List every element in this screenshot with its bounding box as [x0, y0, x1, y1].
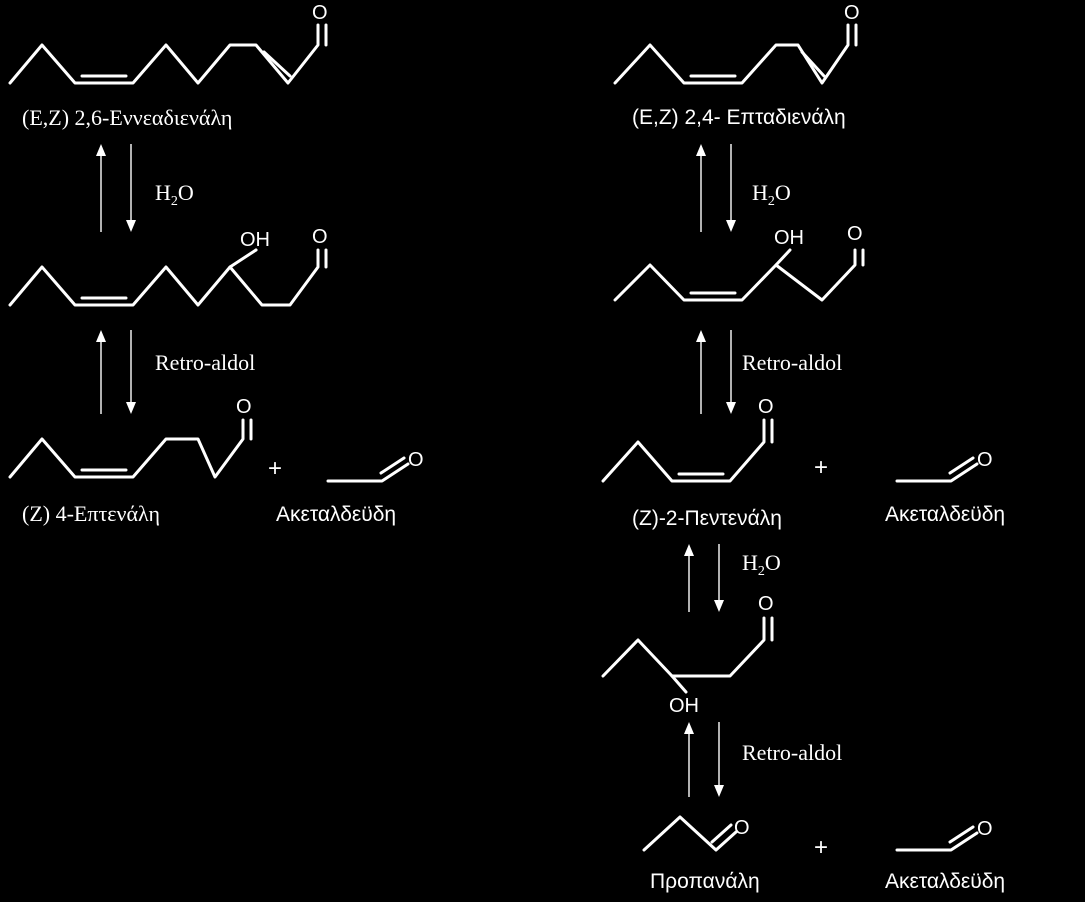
oxygen-atom-label: O: [312, 2, 328, 24]
plus-sign-right-2: +: [814, 834, 828, 861]
molecule-nonadienal: O: [8, 2, 328, 85]
hydroxyl-label: OH: [669, 695, 699, 717]
equilibrium-arrow-hydration-right-2: [684, 544, 724, 612]
oxygen-atom-label: O: [977, 818, 993, 840]
molecule-acetaldehyde-right-2: O: [895, 818, 993, 852]
molecule-pentenal: O: [601, 396, 774, 483]
equilibrium-arrow-hydration-right: [696, 144, 736, 232]
reagent-retro-aldol-left: Retro-aldol: [155, 350, 255, 375]
label-acetaldehyde-left: Ακεταλδεϋδη: [276, 503, 396, 526]
reagent-water-right-2: H2O: [742, 550, 781, 579]
oxygen-atom-label: O: [734, 817, 750, 839]
oxygen-atom-label: O: [312, 226, 328, 248]
oxygen-atom-label: O: [408, 449, 424, 471]
label-acetaldehyde-right-1: Ακεταλδεϋδη: [885, 503, 1005, 526]
oxygen-atom-label: O: [236, 396, 252, 418]
molecule-acetaldehyde-right-1: O: [895, 449, 993, 483]
label-pentenal: (Z)-2-Πεντενάλη: [632, 507, 782, 530]
oxygen-atom-label: O: [844, 2, 860, 24]
label-heptenal: (Z) 4-Επτενάλη: [22, 501, 160, 526]
hydroxyl-label: OH: [774, 227, 804, 249]
equilibrium-arrow-hydration-left: [96, 144, 136, 232]
plus-sign-left: +: [268, 455, 282, 482]
molecule-acetaldehyde-left: O: [326, 449, 424, 483]
reagent-water-left: H2O: [155, 180, 194, 209]
molecule-heptenal: O: [8, 396, 253, 479]
plus-sign-right-1: +: [814, 454, 828, 481]
label-heptadienal: (E,Z) 2,4- Επταδιενάλη: [632, 106, 846, 129]
molecule-propanal: O: [642, 815, 750, 852]
equilibrium-arrow-retro-aldol-right: [696, 330, 736, 414]
label-acetaldehyde-right-2: Ακεταλδεϋδη: [885, 870, 1005, 893]
molecule-hydroxypentanal: OH O: [601, 593, 774, 717]
oxygen-atom-label: O: [977, 449, 993, 471]
oxygen-atom-label: O: [847, 223, 863, 245]
reagent-retro-aldol-right: Retro-aldol: [742, 350, 842, 375]
oxygen-atom-label: O: [758, 396, 774, 418]
reagent-retro-aldol-right-2: Retro-aldol: [742, 740, 842, 765]
oxygen-atom-label: O: [758, 593, 774, 615]
molecule-heptadienal: O: [613, 2, 860, 85]
equilibrium-arrow-retro-aldol-left: [96, 330, 136, 414]
reagent-water-right: H2O: [752, 180, 791, 209]
label-nonadienal: (E,Z) 2,6-Εννεαδιενάλη: [22, 105, 232, 130]
hydroxyl-label: OH: [240, 229, 270, 251]
equilibrium-arrow-retro-aldol-right-2: [684, 722, 724, 797]
molecule-hydroxy-nonenal: OH O: [8, 226, 328, 307]
molecule-hydroxy-heptenal: OH O: [613, 223, 865, 302]
label-propanal: Προπανάλη: [650, 870, 760, 893]
